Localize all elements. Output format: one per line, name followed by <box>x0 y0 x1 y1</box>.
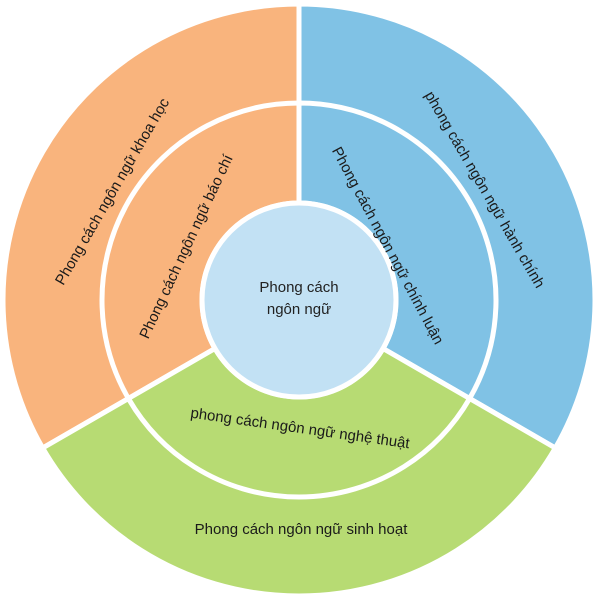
center-label-line2: ngôn ngữ <box>267 301 331 318</box>
center-circle <box>199 200 399 400</box>
outer-label-everyday: Phong cách ngôn ngữ sinh hoạt <box>195 521 409 538</box>
center-label-line1: Phong cách <box>259 279 338 296</box>
